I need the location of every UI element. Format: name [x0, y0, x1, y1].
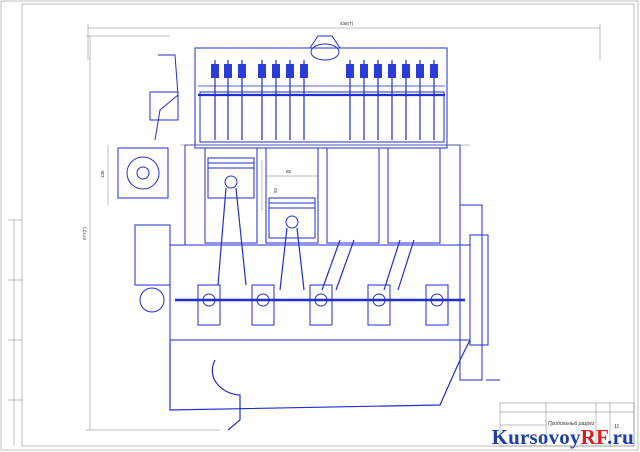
connecting-rods [217, 187, 415, 291]
drawing-title: Продольный разрез [548, 420, 595, 427]
front-accessories [117, 54, 179, 313]
valve-springs [211, 64, 438, 78]
watermark-brand: Kursovoy [491, 425, 581, 449]
flywheel [459, 204, 500, 381]
watermark: KursovoyRF.ru [492, 425, 634, 450]
watermark-tld: .ru [607, 425, 634, 449]
valve-train [214, 60, 435, 140]
sheet-number: 11 [614, 424, 619, 430]
oil-pan [169, 339, 471, 411]
sheets-count: 1 [622, 438, 625, 444]
title-block: Продольный разрез 11 1 [499, 402, 635, 447]
pistons [207, 157, 316, 239]
dimension-piston: 85 [286, 169, 292, 174]
dimension-top: 438(T) [340, 21, 354, 26]
oil-pickup [211, 359, 241, 431]
crankshaft [169, 244, 471, 341]
cylinder-block [180, 144, 470, 246]
dimension-left: 577(Г) [82, 227, 87, 240]
watermark-rf: RF [580, 425, 608, 449]
dimension-block: 136 [100, 170, 105, 178]
inner-frame [21, 3, 635, 447]
dimension-stroke: 92 [273, 187, 278, 193]
cylinder-head [194, 35, 448, 149]
